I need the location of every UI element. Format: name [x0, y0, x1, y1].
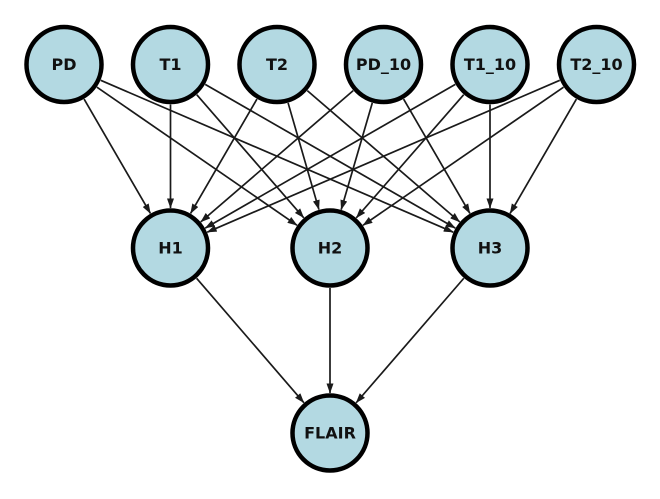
edge-T2_10-H2	[362, 86, 565, 227]
node-T1_10: T1_10	[450, 24, 530, 105]
node-circle-FLAIR	[290, 393, 370, 473]
node-circle-PD_10	[343, 24, 424, 105]
node-circle-H1	[130, 208, 211, 288]
node-PD: PD	[24, 24, 104, 105]
edge-T1_10-H1	[204, 83, 456, 229]
node-label-T1: T1	[159, 55, 181, 74]
node-label-T2_10: T2_10	[570, 55, 622, 74]
node-T2: T2	[237, 24, 317, 105]
node-label-H1: H1	[158, 239, 183, 258]
node-H3: H3	[450, 208, 530, 288]
node-label-PD_10: PD_10	[356, 55, 411, 74]
edge-T2-H2	[287, 102, 320, 211]
node-H2: H2	[290, 208, 370, 288]
node-label-T1_10: T1_10	[464, 55, 516, 74]
edge-T2_10-H3	[509, 98, 578, 214]
node-T2_10: T2_10	[556, 24, 637, 105]
node-circle-T1	[130, 24, 211, 105]
node-circle-H3	[450, 208, 530, 288]
edge-T1_10-H2	[355, 94, 465, 219]
node-circle-PD	[24, 24, 104, 105]
node-circle-T2	[237, 24, 317, 105]
edge-T1-H2	[196, 94, 305, 219]
node-FLAIR: FLAIR	[290, 393, 370, 473]
edge-T2_10-H1	[206, 79, 561, 233]
edge-T2-H1	[189, 98, 258, 214]
edge-H1-FLAIR	[195, 277, 305, 404]
node-label-T2: T2	[266, 55, 288, 74]
edge-PD_10-H2	[340, 102, 374, 211]
edge-PD-H1	[83, 98, 152, 214]
node-circle-H2	[290, 208, 370, 288]
node-PD_10: PD_10	[343, 24, 424, 105]
edge-PD-H2	[96, 86, 298, 226]
node-circle-T2_10	[556, 24, 637, 105]
edge-PD_10-H1	[200, 89, 354, 223]
node-label-PD: PD	[51, 55, 76, 74]
node-T1: T1	[130, 24, 211, 105]
node-circle-T1_10	[450, 24, 530, 105]
edge-PD_10-H3	[402, 98, 471, 214]
edge-H3-FLAIR	[355, 277, 465, 404]
node-label-H3: H3	[478, 239, 503, 258]
node-H1: H1	[130, 208, 211, 288]
node-label-H2: H2	[318, 239, 343, 258]
node-label-FLAIR: FLAIR	[304, 424, 356, 443]
